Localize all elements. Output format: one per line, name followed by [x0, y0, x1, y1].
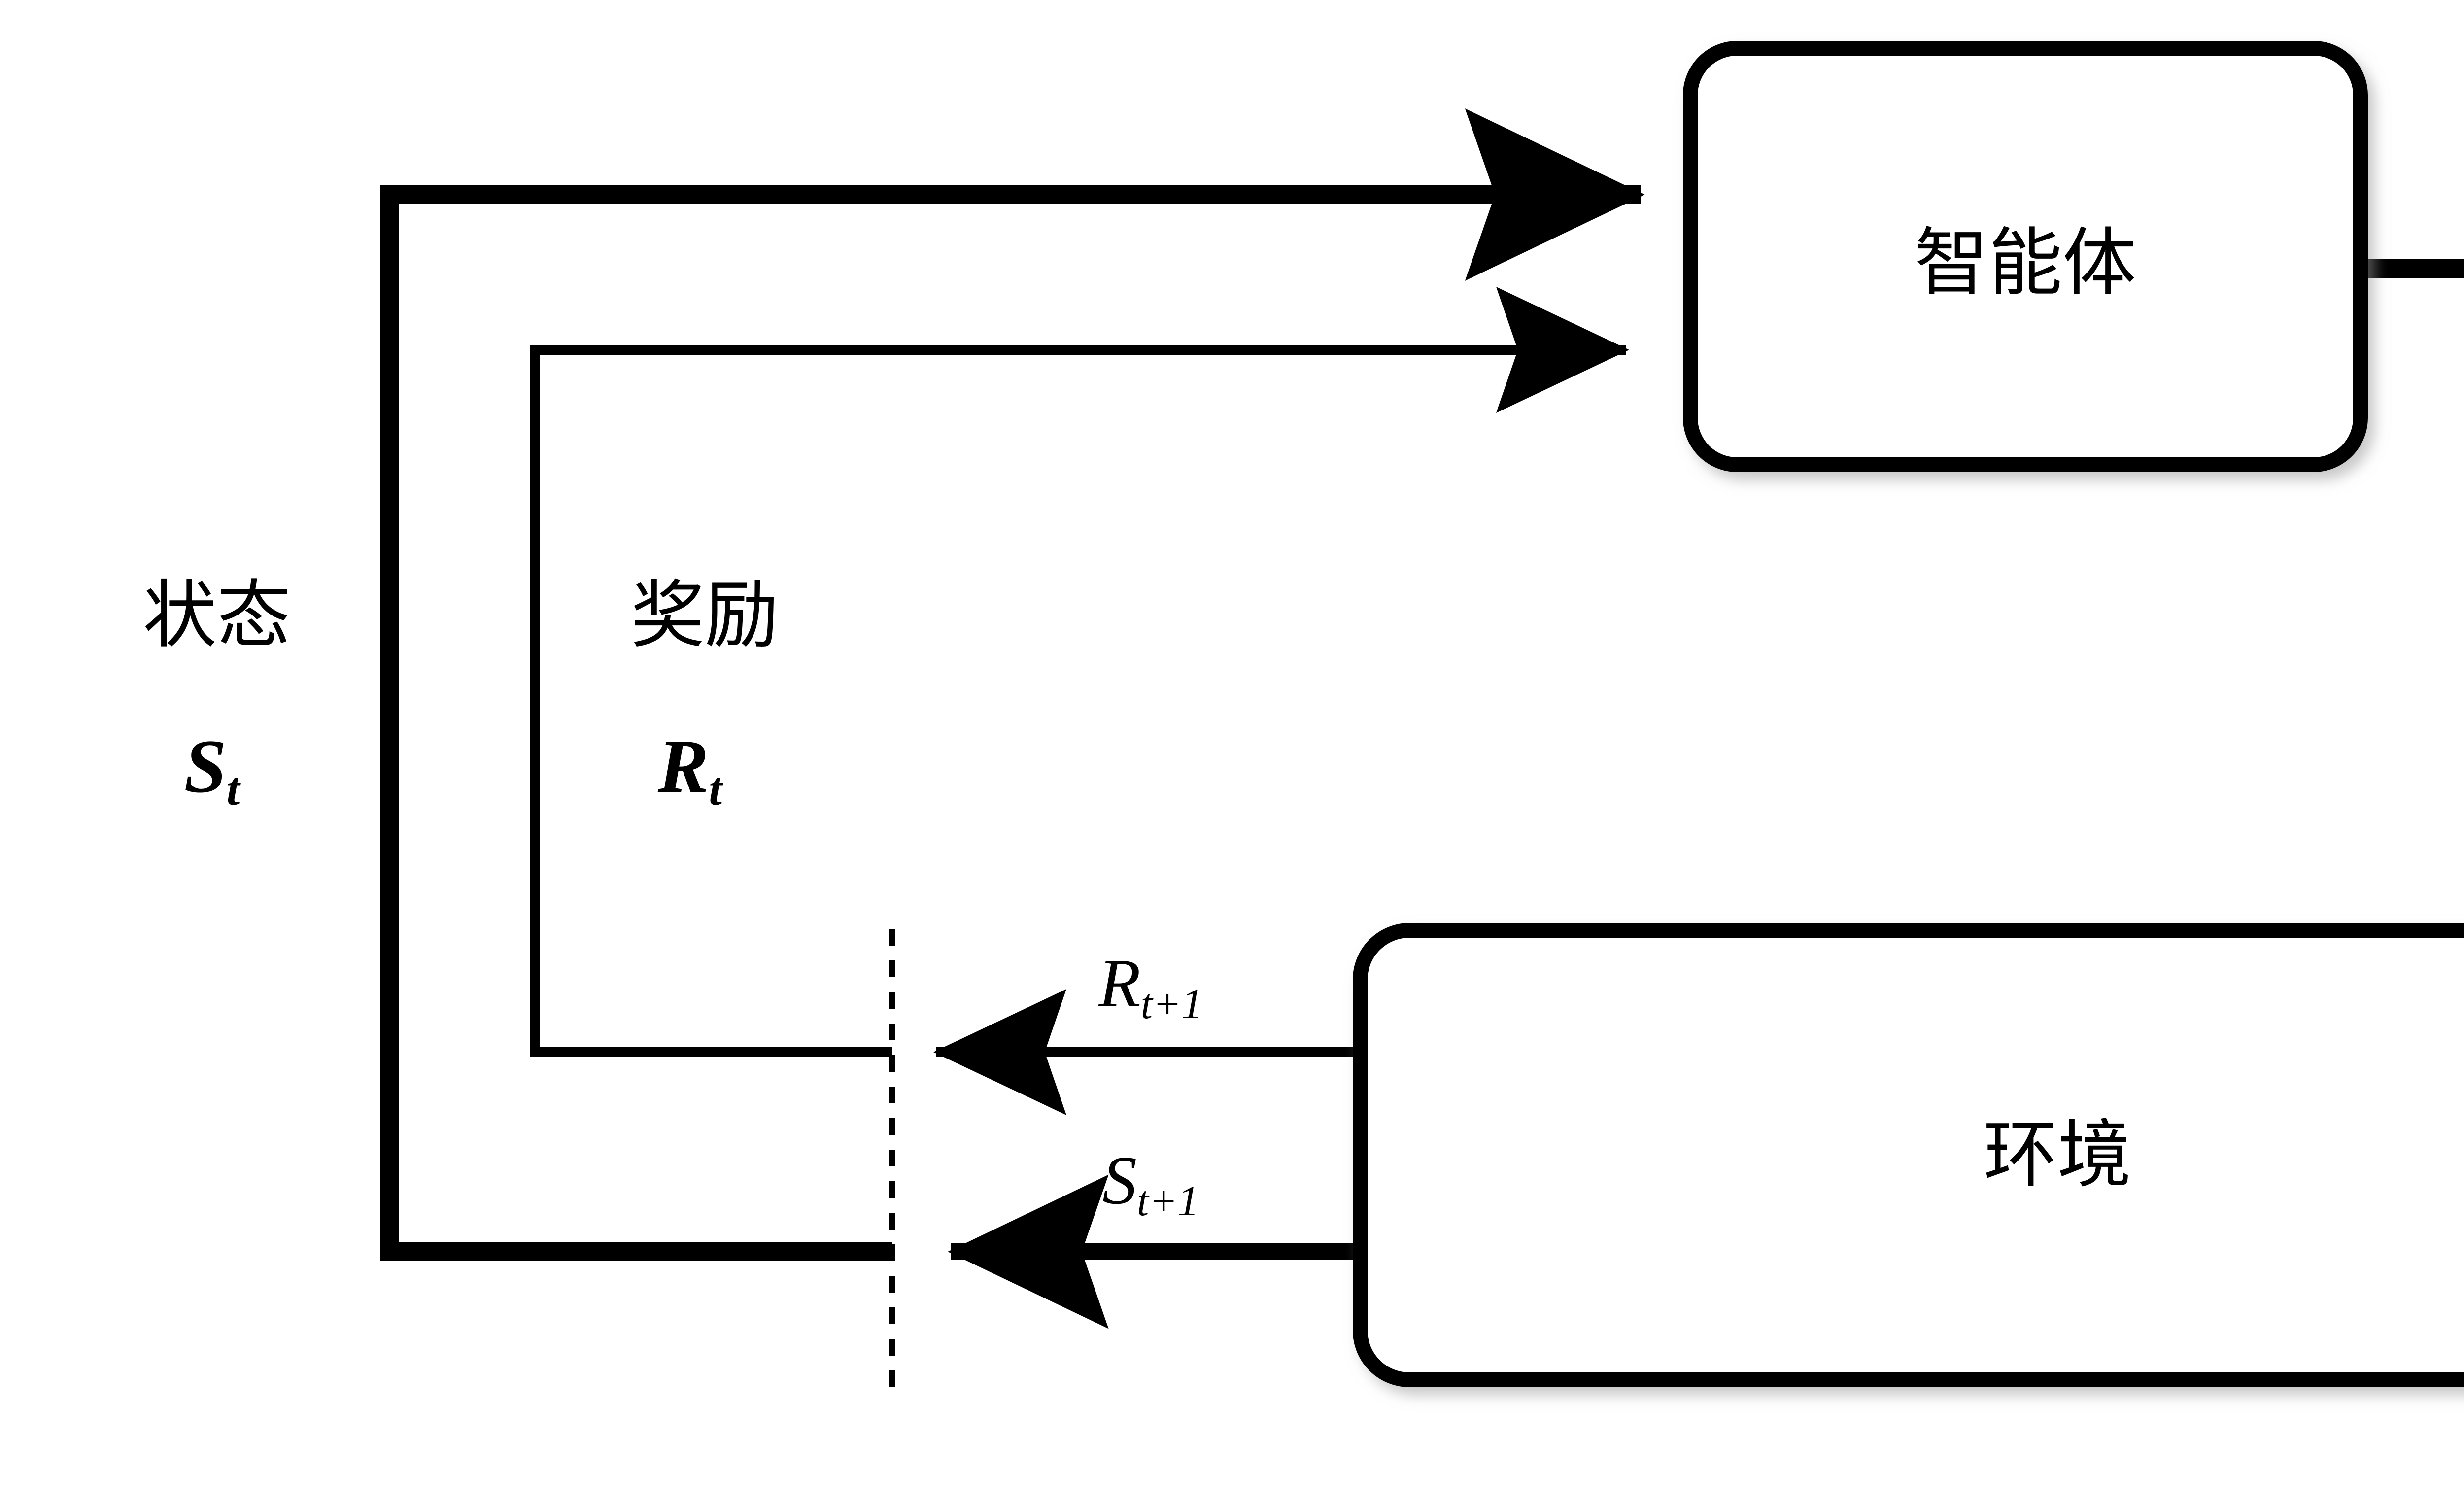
agent-box-shape[interactable] — [1683, 41, 2368, 472]
state-symbol-base: S — [184, 724, 227, 809]
reward-symbol-base: R — [657, 724, 709, 809]
state-next-label: St+1 — [1102, 1142, 1199, 1225]
environment-box-label: 环境 — [1984, 1115, 2131, 1196]
reward-next-sub: t+1 — [1141, 980, 1203, 1027]
reward-label-symbol: Rt — [657, 724, 723, 815]
reward-feedback-path — [530, 287, 1630, 1057]
reward-side-label: 奖励 Rt — [631, 575, 779, 815]
reward-next-label: Rt+1 — [1098, 945, 1203, 1028]
reward-label-text: 奖励 — [631, 575, 779, 657]
edge-reward-feedback — [530, 287, 1630, 1057]
state-next-symbol: St+1 — [1102, 1142, 1199, 1225]
reward-next-symbol: Rt+1 — [1098, 945, 1203, 1028]
state-next-sub: t+1 — [1137, 1177, 1199, 1225]
state-next-base: S — [1102, 1142, 1137, 1219]
agent-box[interactable]: 智能体 — [1683, 41, 2368, 472]
edge-state-feedback — [380, 108, 1645, 1261]
state-feedback-path — [380, 108, 1645, 1261]
state-side-label: 状态 St — [143, 575, 291, 815]
reward-next-base: R — [1098, 945, 1141, 1022]
environment-box-shape[interactable] — [1353, 923, 2464, 1387]
state-label-text: 状态 — [143, 575, 291, 657]
agent-box-label: 智能体 — [1915, 223, 2136, 305]
environment-box[interactable]: 环境 — [1353, 923, 2464, 1387]
state-symbol-sub: t — [227, 762, 241, 815]
reward-symbol-sub: t — [709, 762, 723, 815]
state-label-symbol: St — [184, 724, 241, 815]
